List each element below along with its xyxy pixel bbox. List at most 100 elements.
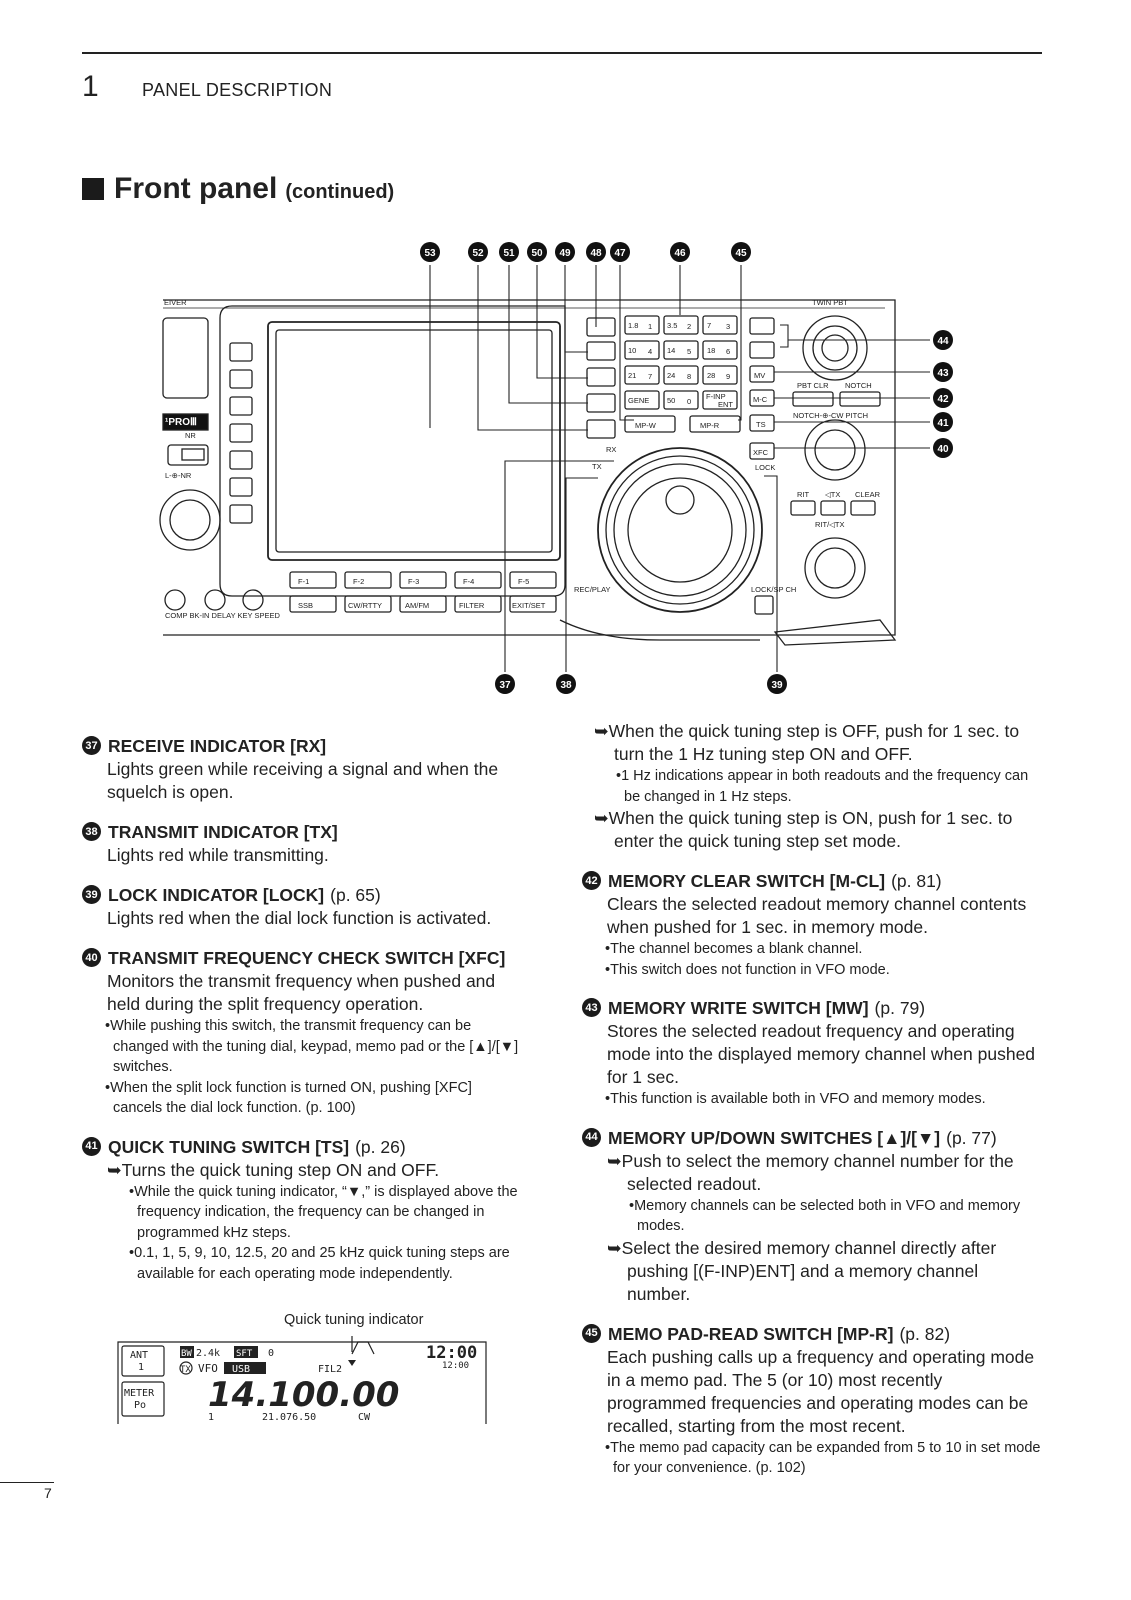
item-41-continued: ➥When the quick tuning step is OFF, push… [582,720,1042,853]
item-bullet: •This switch does not function in VFO mo… [605,961,890,978]
label-twin-pbt: TWIN PBT [812,298,848,307]
label-ts: TS [756,420,766,429]
callout-53: 53 [424,248,436,259]
section-title: Front panel (continued) [82,172,394,206]
callout-43: 43 [937,368,949,379]
label-key-2: 2 [687,322,691,331]
page-reference: (p. 81) [891,871,942,891]
qt-vfo: VFO [198,1362,218,1375]
qt-mode: USB [232,1364,250,1375]
callout-41: 41 [937,418,949,429]
label-key-gene: GENE [628,396,649,405]
front-panel-diagram: 53 52 51 50 49 48 47 46 45 44 43 42 41 4… [159,242,953,694]
item-number-badge: 40 [82,948,101,967]
right-column: ➥When the quick tuning step is OFF, push… [582,721,1042,1495]
label-rit: RIT [797,490,810,499]
label-fkey-5: F-5 [518,577,529,586]
page-reference: (p. 26) [355,1136,406,1157]
label-key-finp: F-INP [706,392,726,401]
page-reference: (p. 79) [874,998,926,1018]
qt-sft-val: 0 [268,1348,274,1359]
item-body: Lights red when the dial lock function i… [107,908,492,928]
label-key-1: 1 [648,322,652,331]
label-notch: NOTCH [845,381,872,390]
label-comp-row: COMP BK-IN DELAY KEY SPEED [165,611,280,620]
section-title-text: Front panel [114,172,278,205]
label-key-8: 8 [687,372,691,381]
item-title: RECEIVE INDICATOR [RX] [108,736,327,756]
quick-tuning-label: Quick tuning indicator [284,1312,424,1328]
label-nr: NR [185,431,196,440]
qt-bw: BW [181,1349,192,1359]
callout-47: 47 [614,248,626,259]
label-lock: LOCK [755,463,775,472]
label-key-0: 0 [687,397,691,406]
label-lock-spch: LOCK/SP CH [751,585,796,594]
page-reference: (p. 65) [330,885,381,905]
item-bullet: •While pushing this switch, the transmit… [105,1018,519,1075]
callout-48: 48 [590,248,602,259]
qt-ant-num: 1 [138,1362,144,1373]
item-number-badge: 39 [82,885,101,904]
item-title: MEMORY UP/DOWN SWITCHES [▲]/[▼] [608,1127,941,1148]
item-arrow-text: ➥When the quick tuning step is ON, push … [594,808,1013,851]
label-dtx: ◁TX [825,490,840,499]
label-mcl: M-C [753,395,768,404]
item-bullet: •When the split lock function is turned … [105,1079,472,1117]
label-key-5: 5 [687,347,691,356]
callout-51: 51 [503,248,515,259]
label-rec-play: REC/PLAY [574,585,611,594]
qt-freq: 14.100.00 [208,1375,399,1415]
item-bullet: •The channel becomes a blank channel. [605,941,863,957]
item-bullet: •This function is available both in VFO … [605,1091,986,1107]
label-clear: CLEAR [855,490,881,499]
item-number-badge: 42 [582,871,601,890]
callout-37: 37 [499,680,511,691]
callout-40: 40 [937,444,949,455]
label-mode-exitset: EXIT/SET [512,601,546,610]
page-number: 7 [44,1485,52,1501]
label-key-7: 7 [707,321,711,330]
label-mp-r: MP-R [700,421,720,430]
label-rx: RX [606,445,616,454]
label-key-50: 50 [667,396,675,405]
item-arrow-text: ➥Turns the quick tuning step ON and OFF. [107,1159,440,1180]
callout-50: 50 [531,248,543,259]
item-number-badge: 37 [82,736,101,755]
qt-time: 12:00 [426,1343,477,1363]
label-model: ¹PROⅢ [165,417,197,428]
item-39: 39 LOCK INDICATOR [LOCK](p. 65) Lights re… [82,883,522,930]
item-title: LOCK INDICATOR [LOCK] [108,885,325,905]
item-number-badge: 38 [82,822,101,841]
item-bullet: •0.1, 1, 5, 9, 10, 12.5, 20 and 25 kHz q… [129,1245,510,1282]
callout-44: 44 [937,336,949,347]
callout-39: 39 [771,680,783,691]
item-body: Monitors the transmit frequency when pus… [107,971,496,1014]
label-key-3: 3 [726,322,730,331]
label-xfc: XFC [753,448,769,457]
qt-sub-mode: CW [358,1412,371,1423]
item-bullet: •Memory channels can be selected both in… [629,1197,1021,1235]
label-key-6: 6 [726,347,730,356]
item-37: 37 RECEIVE INDICATOR [RX] Lights green wh… [82,734,522,804]
callout-52: 52 [472,248,484,259]
qt-meter-val: Po [134,1400,146,1411]
item-bullet: •The memo pad capacity can be expanded f… [605,1439,1041,1477]
label-key-7b: 7 [648,372,652,381]
item-body: Lights green while receiving a signal an… [107,759,499,802]
label-pbt-clr: PBT CLR [797,381,829,390]
label-fkey-2: F-2 [353,577,364,586]
item-body: Stores the selected readout frequency an… [607,1021,1036,1087]
item-arrow-text: ➥Push to select the memory channel numbe… [607,1150,1014,1194]
left-column: 37 RECEIVE INDICATOR [RX] Lights green wh… [82,734,522,1300]
item-body: Clears the selected readout memory chann… [607,894,1027,937]
label-nr-knob: L-⊕-NR [165,471,192,480]
item-title: MEMO PAD-READ SWITCH [MP-R] [608,1323,894,1344]
qt-ant: ANT [130,1350,148,1361]
item-number-badge: 44 [582,1127,601,1147]
qt-sub-freq: 21.076.50 [262,1412,316,1423]
